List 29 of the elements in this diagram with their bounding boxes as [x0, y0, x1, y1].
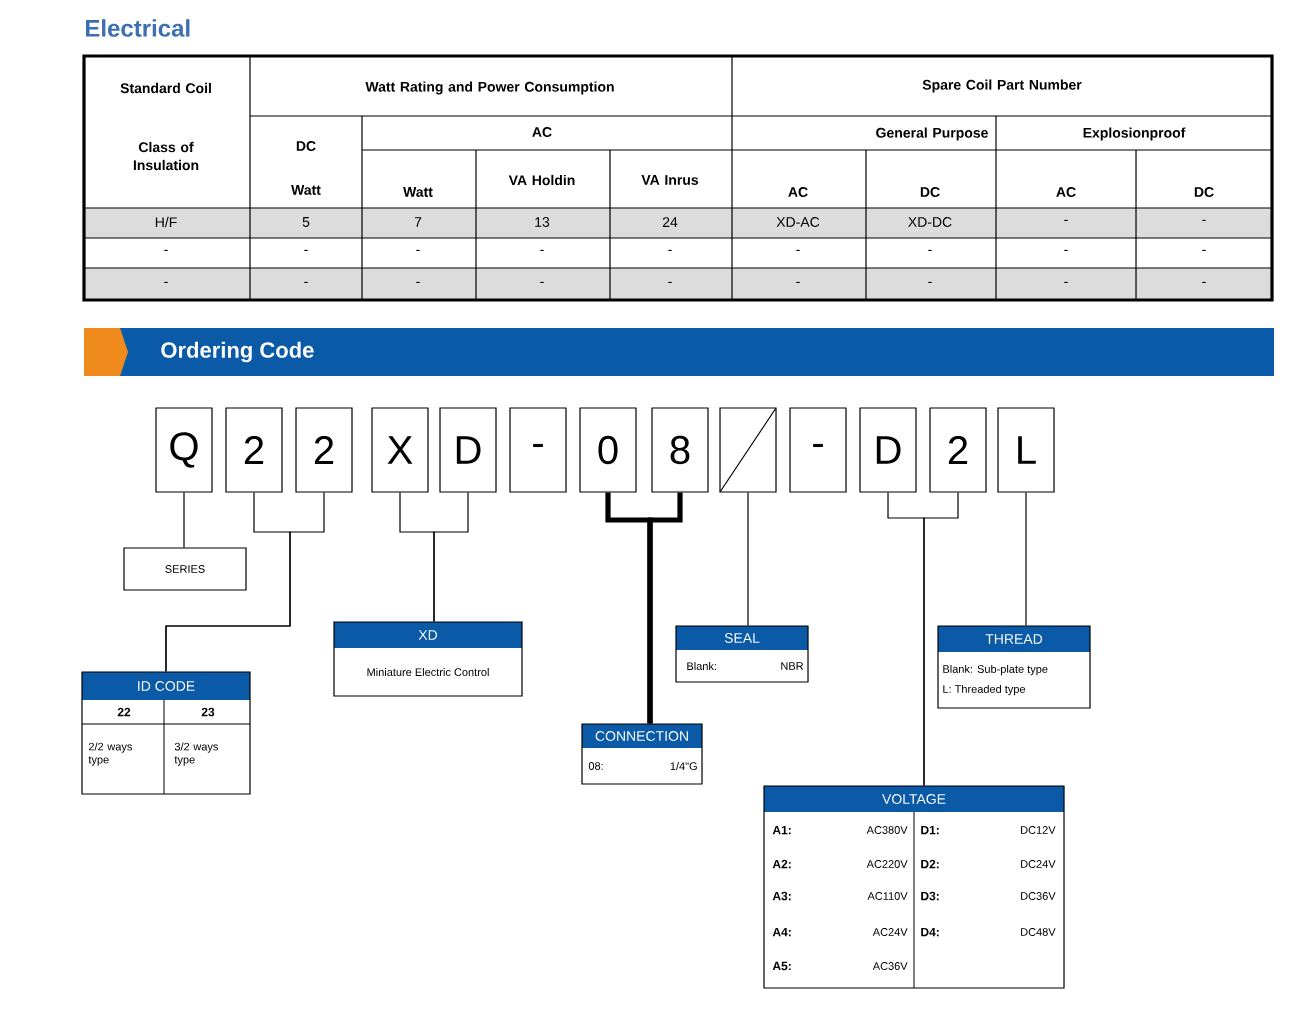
section-banner: Ordering Code — [84, 328, 1274, 376]
code-box: 0 — [579, 407, 637, 493]
code-box: X — [371, 407, 429, 493]
code-box: L — [997, 407, 1055, 493]
code-box: D — [859, 407, 917, 493]
leader-line — [433, 491, 469, 623]
code-box — [719, 407, 777, 493]
code-box: - — [789, 407, 847, 493]
leader-line — [1025, 491, 1027, 627]
code-box: 8 — [651, 407, 709, 493]
leader-line — [647, 492, 683, 724]
info-box — [937, 625, 1091, 709]
info-box — [763, 785, 1065, 989]
leader-line — [923, 491, 959, 787]
section-title: Electrical — [86, 19, 190, 37]
info-box — [81, 671, 251, 795]
leader-line — [183, 491, 185, 549]
info-box — [675, 625, 809, 683]
info-box — [333, 621, 523, 697]
code-box: 2 — [929, 407, 987, 493]
info-box — [123, 547, 247, 591]
code-box: 2 — [295, 407, 353, 493]
code-box: D — [439, 407, 497, 493]
code-box: - — [509, 407, 567, 493]
code-box: Q — [155, 407, 213, 493]
info-box — [581, 723, 703, 785]
leader-line — [747, 491, 749, 627]
leader-line — [165, 491, 325, 673]
code-box: 2 — [225, 407, 283, 493]
